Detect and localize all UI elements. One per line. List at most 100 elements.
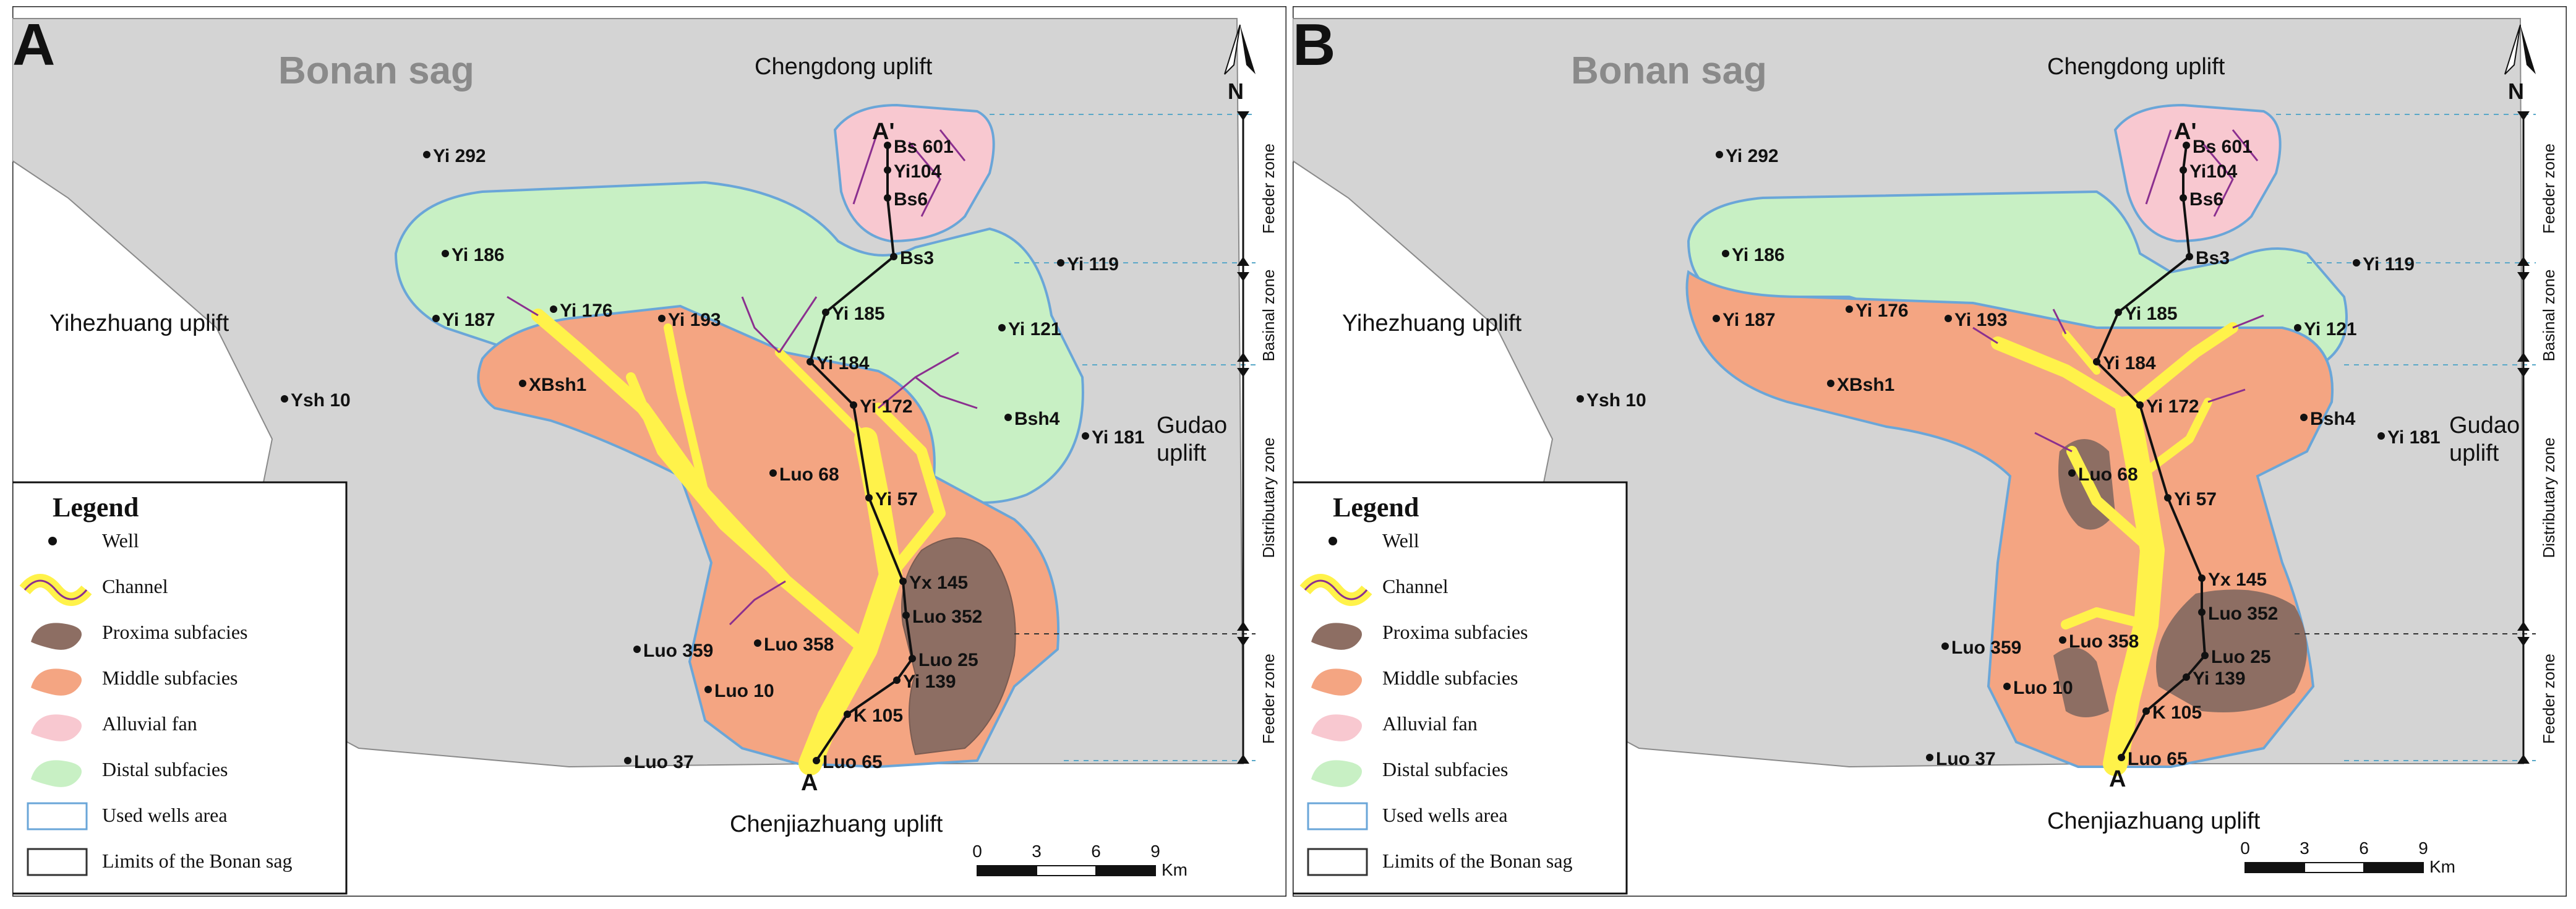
well: Luo 68	[769, 464, 839, 485]
legend-label: Alluvial fan	[1382, 712, 1478, 735]
legend-item: Channel	[1299, 574, 1448, 606]
legend-label: Limits of the Bonan sag	[1382, 850, 1573, 872]
well: Luo 25	[909, 650, 978, 670]
zone-label: Feeder zone	[2540, 654, 2558, 744]
well: Yi 186	[1722, 245, 1785, 265]
well-label: Luo 359	[643, 641, 713, 661]
well-label: Bsh4	[1014, 409, 1060, 429]
well-dot	[1827, 380, 1834, 387]
uplift-east-1: Gudao	[1157, 412, 1227, 438]
well: Yi 187	[432, 310, 495, 330]
well-dot	[902, 612, 910, 619]
well: Luo 37	[1926, 749, 1996, 769]
well-dot	[2300, 414, 2308, 421]
well: Yi 187	[1713, 310, 1776, 330]
well-label: Yi 176	[1855, 301, 1909, 321]
well: Luo 358	[754, 634, 834, 655]
well-dot	[1945, 315, 1952, 322]
panel-letter: B	[1293, 12, 1335, 78]
scale-tick: 9	[1150, 842, 1160, 861]
well-label: Yi 121	[2304, 319, 2357, 339]
well-dot	[1722, 250, 1729, 257]
legend-label: Well	[102, 529, 139, 552]
well: Bsh4	[2300, 409, 2356, 429]
well-dot	[2180, 166, 2187, 174]
well: Yi 172	[2136, 396, 2199, 417]
well-dot	[2059, 636, 2066, 644]
well: Yi 185	[2115, 304, 2178, 324]
well-label: Luo 25	[2211, 647, 2271, 667]
well-label: Yi 185	[2125, 304, 2178, 324]
well: Bs 601	[884, 137, 954, 157]
well: Luo 68	[2068, 464, 2138, 485]
well-label: Luo 352	[912, 607, 982, 627]
well: Yi 186	[442, 245, 505, 265]
well-label: Yx 145	[909, 573, 968, 593]
well-label: Ysh 10	[1586, 390, 1646, 411]
well-symbol	[1329, 537, 1337, 545]
well-label: Luo 37	[1936, 749, 1996, 769]
scale-tick: 9	[2418, 839, 2428, 858]
well: Yi 181	[1082, 427, 1145, 448]
sag-limit-symbol	[27, 848, 88, 876]
legend-title: Legend	[1333, 492, 1419, 523]
well-dot	[633, 646, 641, 653]
well: Luo 10	[704, 681, 774, 701]
well-label: Yi 186	[451, 245, 505, 265]
well-label: Luo 65	[823, 752, 883, 772]
well-dot	[850, 401, 857, 409]
zone-label: Basinal zone	[2540, 270, 2558, 362]
well-dot	[2294, 324, 2301, 331]
well-dot	[704, 686, 712, 693]
legend-label: Middle subfacies	[1382, 667, 1518, 689]
scale-tick: 3	[1032, 842, 1042, 861]
zone-label: Distributary zone	[1259, 437, 1278, 558]
well: Luo 358	[2059, 631, 2139, 652]
legend-item: Distal subfacies	[31, 758, 228, 787]
well-dot	[281, 395, 288, 403]
uplift-north: Chengdong uplift	[755, 54, 933, 80]
well-label: Yi 119	[2363, 254, 2415, 275]
well: Yi 184	[2093, 353, 2156, 373]
scale-tick: 3	[2300, 839, 2309, 858]
well-label: K 105	[2152, 702, 2202, 723]
channel-branches	[1972, 129, 2264, 453]
scale-segment	[2304, 862, 2364, 873]
well-dot	[423, 151, 430, 158]
well-label: Luo 352	[2208, 604, 2278, 624]
well-dot	[1082, 432, 1089, 440]
well-dot	[893, 676, 901, 684]
well-dot	[2198, 574, 2206, 582]
well-label: Yi 193	[1954, 310, 2008, 330]
well-label: Yi 184	[2103, 353, 2156, 373]
section-end-label: A'	[2174, 119, 2196, 145]
legend-item: Channel	[19, 574, 168, 606]
legend-label: Proxima subfacies	[1382, 621, 1528, 643]
well: Bs 601	[2183, 137, 2253, 157]
well: Luo 359	[1941, 638, 2021, 658]
well: Luo 37	[624, 752, 694, 772]
zone-label: Feeder zone	[2540, 143, 2558, 234]
legend-label: Limits of the Bonan sag	[102, 850, 293, 872]
well: Yi 57	[865, 489, 918, 510]
well-dot	[2183, 673, 2190, 681]
legend-label: Well	[1382, 529, 1419, 552]
well-label: Luo 358	[764, 634, 834, 655]
used-area-symbol	[1307, 802, 1368, 830]
legend-label: Used wells area	[1382, 804, 1508, 826]
well-label: Yi104	[2189, 161, 2238, 182]
well: Luo 25	[2201, 647, 2271, 667]
well-label: Yi 181	[1092, 427, 1145, 448]
well: Luo 359	[633, 641, 713, 661]
scale-segment	[977, 865, 1037, 876]
well-dot	[2118, 754, 2125, 761]
well-dot	[813, 757, 820, 764]
well-dot	[2068, 469, 2076, 477]
well-label: Yi 119	[1067, 254, 1119, 275]
well: Luo 352	[2198, 604, 2278, 624]
section-line	[808, 145, 914, 762]
